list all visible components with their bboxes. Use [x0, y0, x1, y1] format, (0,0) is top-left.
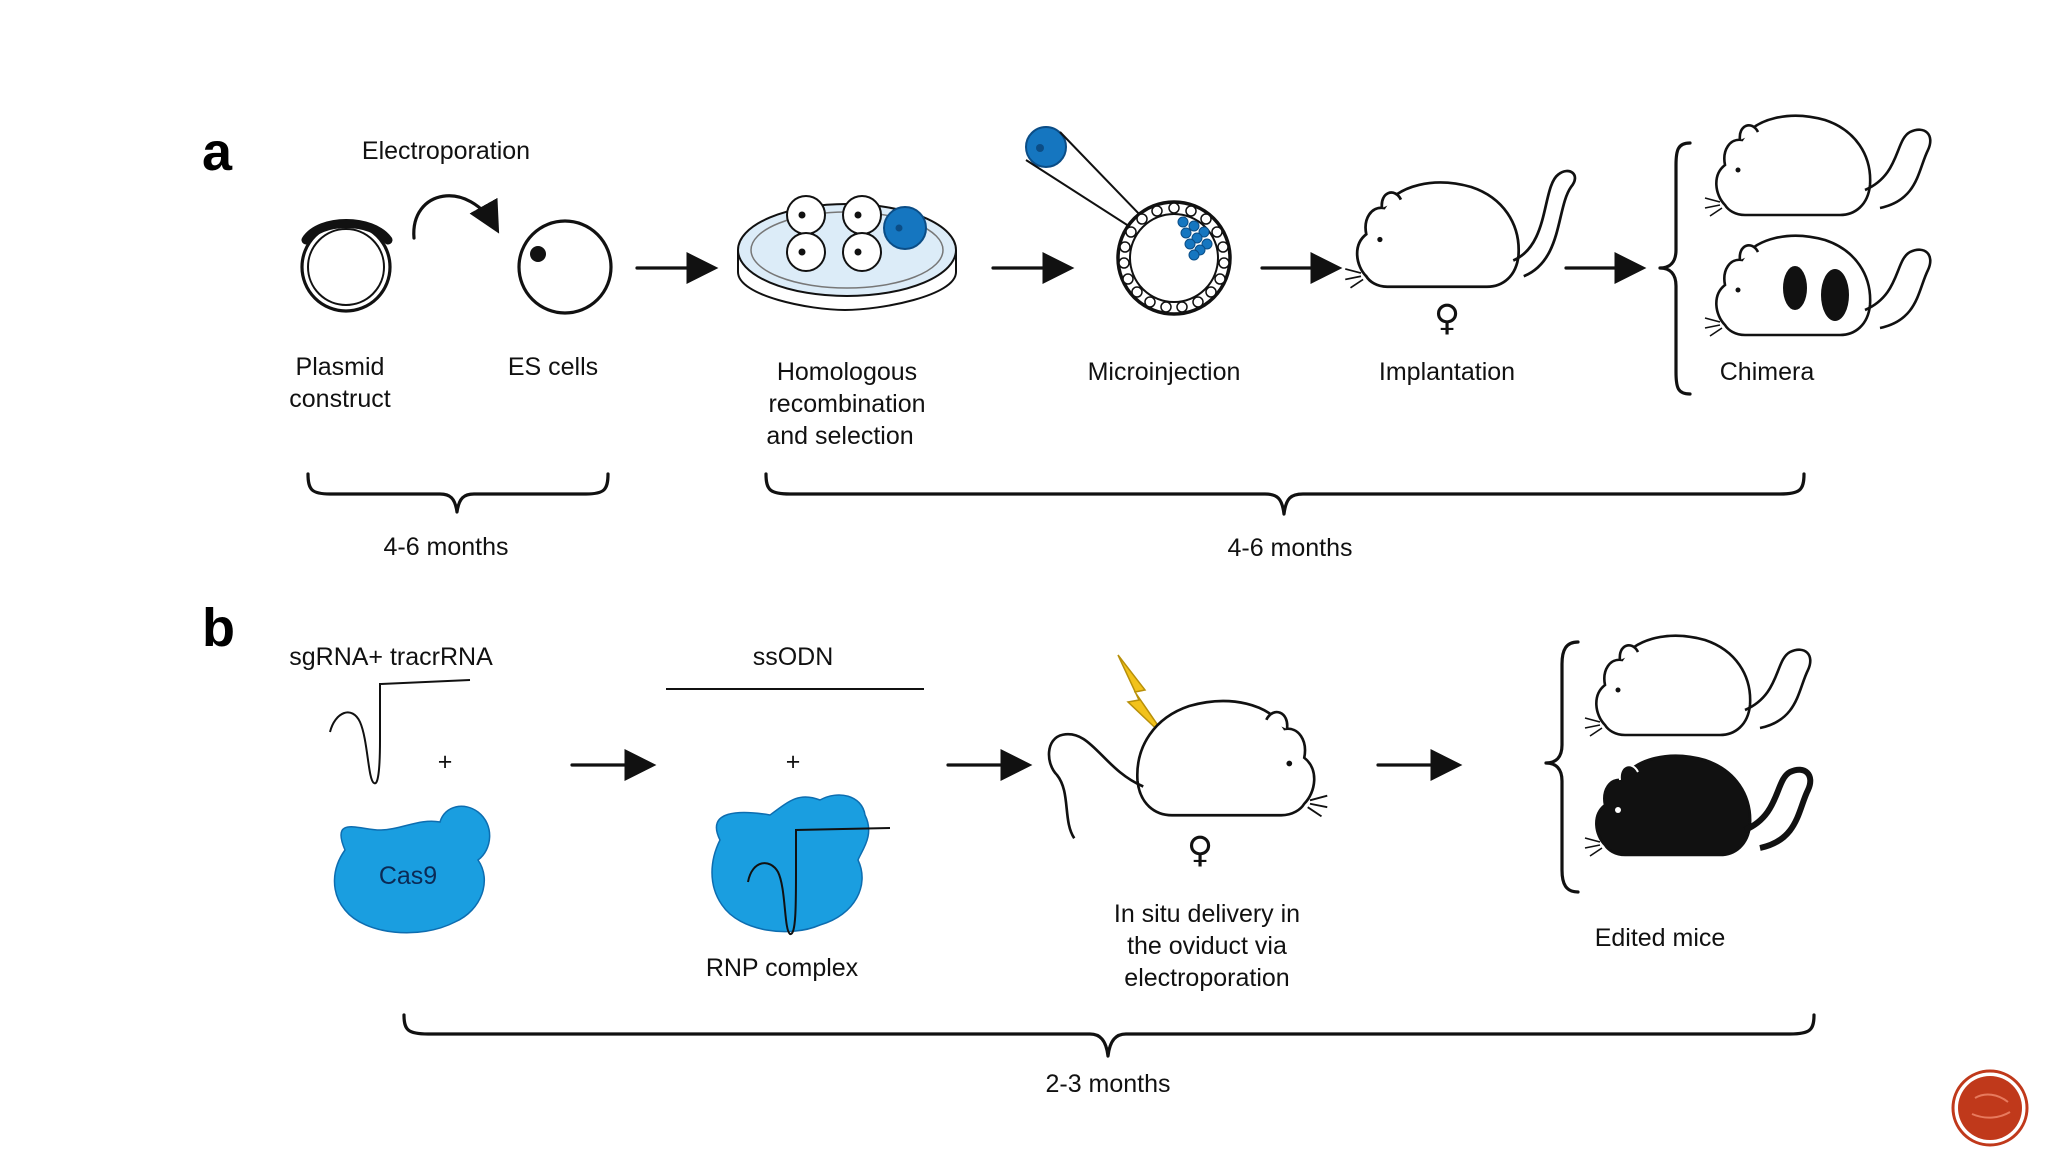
duration-label-1: 4-6 months [383, 533, 508, 561]
plasmid-label-line2: construct [289, 385, 390, 413]
ssodn-label: ssODN [753, 643, 834, 671]
insitu-label-line1: In situ delivery in [1114, 900, 1300, 928]
electroporation-label: Electroporation [362, 137, 530, 165]
microinjection-icon [1025, 126, 1232, 316]
mouse-icon [1345, 169, 1577, 289]
plus-sign: + [438, 748, 453, 776]
petri-dish-icon [737, 195, 957, 312]
duration-brace [306, 472, 610, 514]
microinjection-label: Microinjection [1088, 358, 1241, 386]
edited-mice-label: Edited mice [1595, 924, 1726, 952]
homologous-label-line2: recombination [768, 390, 925, 418]
chimera-mouse-icon [1704, 114, 1932, 217]
chimera-mouse-spotted-icon [1704, 234, 1932, 337]
duration-brace [402, 1013, 1816, 1058]
electroporation-arrow-icon [412, 194, 500, 240]
plus-sign-2: + [786, 748, 801, 776]
edited-mouse-black-icon [1584, 754, 1814, 857]
plasmid-label-line1: Plasmid [296, 353, 385, 381]
panel-label-a: a [202, 122, 233, 182]
es-cell-icon [517, 219, 613, 315]
female-symbol-b: ♀ [1187, 830, 1213, 871]
duration-brace [764, 472, 1806, 516]
homologous-label-line3: and selection [766, 422, 913, 450]
duration-label-b: 2-3 months [1045, 1070, 1170, 1098]
cas9-label: Cas9 [379, 862, 437, 890]
cas9-protein-icon [333, 805, 491, 934]
chimera-brace [1658, 141, 1692, 396]
insitu-label-line2: the oviduct via [1127, 932, 1287, 960]
sgrna-strand-icon [329, 679, 471, 785]
edited-mice-brace [1544, 640, 1580, 894]
female-symbol: ♀ [1434, 298, 1460, 339]
homologous-label-line1: Homologous [777, 358, 917, 386]
slide-badge-icon [1951, 1069, 2029, 1147]
insitu-label-line3: electroporation [1124, 964, 1289, 992]
panel-label-b: b [202, 598, 235, 658]
plasmid-icon [300, 219, 393, 313]
rnp-complex-icon [711, 794, 891, 935]
pregnant-mouse-icon [1047, 699, 1328, 839]
chimera-label: Chimera [1720, 358, 1815, 386]
implantation-label: Implantation [1379, 358, 1515, 386]
sgrna-label: sgRNA+ tracrRNA [289, 643, 493, 671]
es-cells-label: ES cells [508, 353, 598, 381]
rnp-complex-label: RNP complex [706, 954, 859, 982]
edited-mouse-white-icon [1584, 634, 1812, 737]
duration-label-2: 4-6 months [1227, 534, 1352, 562]
